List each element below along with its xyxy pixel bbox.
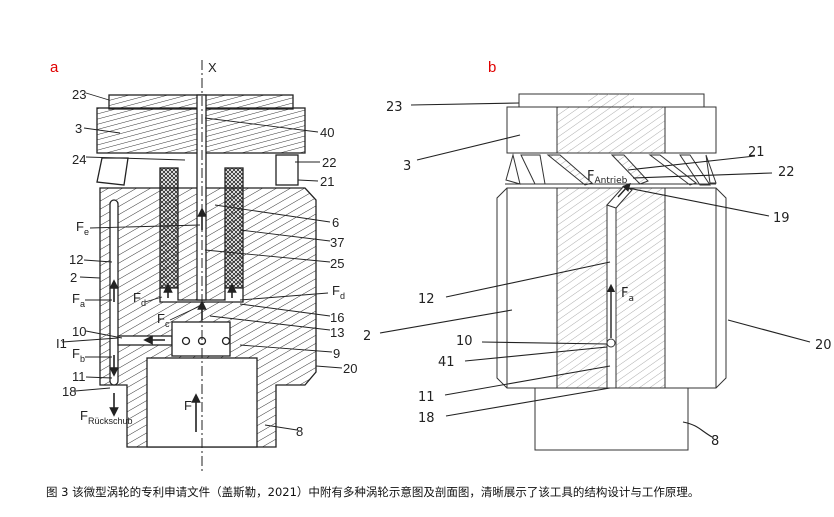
part-3-core bbox=[556, 106, 666, 154]
label-3: 3 bbox=[403, 159, 411, 174]
teeth bbox=[505, 153, 717, 186]
label-12: 12 bbox=[69, 252, 83, 267]
panel-b: b 23 bbox=[363, 59, 832, 451]
label-23: 23 bbox=[386, 100, 403, 115]
leader-lines bbox=[379, 102, 811, 438]
label-fe: Fe bbox=[76, 219, 89, 237]
label-37: 37 bbox=[330, 235, 344, 250]
leader-lines bbox=[61, 92, 343, 431]
panel-a: a X bbox=[50, 59, 357, 472]
label-11: 11 bbox=[72, 369, 86, 384]
label-2: 2 bbox=[363, 329, 371, 344]
label-f-rueckschub: FRückschub bbox=[80, 408, 132, 426]
panel-a-letter: a bbox=[50, 59, 59, 76]
shaft-40 bbox=[196, 94, 207, 301]
label-fb: Fb bbox=[72, 346, 85, 364]
label-18: 18 bbox=[418, 411, 435, 426]
force-arrows bbox=[606, 182, 631, 338]
label-10: 10 bbox=[72, 324, 86, 339]
label-3: 3 bbox=[75, 121, 82, 136]
label-fd-right: Fd bbox=[332, 283, 345, 301]
label-fa: Fa bbox=[621, 286, 634, 304]
port-circle bbox=[221, 336, 231, 346]
axis-label: X bbox=[208, 60, 217, 75]
valve-10 bbox=[606, 338, 616, 348]
panel-b-letter: b bbox=[488, 59, 496, 76]
label-f-antrieb: FAntrieb bbox=[587, 169, 628, 186]
block-9 bbox=[171, 321, 231, 357]
label-12: 12 bbox=[418, 292, 435, 307]
label-fc: Fc bbox=[157, 311, 170, 329]
label-f: F bbox=[184, 398, 192, 413]
label-22: 22 bbox=[778, 165, 795, 180]
label-9: 9 bbox=[333, 346, 340, 361]
coil-right bbox=[224, 167, 244, 289]
label-23: 23 bbox=[72, 87, 86, 102]
label-21: 21 bbox=[320, 174, 334, 189]
cap-23-hatch bbox=[588, 94, 634, 107]
label-fa: Fa bbox=[72, 291, 85, 309]
label-13: 13 bbox=[330, 325, 344, 340]
label-i1: I1 bbox=[56, 336, 67, 351]
piston-8 bbox=[534, 387, 689, 451]
label-8: 8 bbox=[711, 434, 719, 449]
label-20: 20 bbox=[815, 338, 832, 353]
port-circle bbox=[181, 336, 191, 346]
label-22: 22 bbox=[322, 155, 336, 170]
label-20: 20 bbox=[343, 361, 357, 376]
coil-left bbox=[159, 167, 179, 289]
label-25: 25 bbox=[330, 256, 344, 271]
label-19: 19 bbox=[773, 211, 790, 226]
label-2: 2 bbox=[70, 270, 77, 285]
label-16: 16 bbox=[330, 310, 344, 325]
clip-22 bbox=[275, 154, 299, 186]
label-8: 8 bbox=[296, 424, 303, 439]
label-18: 18 bbox=[62, 384, 76, 399]
label-fd-left: Fd bbox=[133, 290, 146, 308]
label-24: 24 bbox=[72, 152, 86, 167]
label-11: 11 bbox=[418, 390, 435, 405]
force-arrows bbox=[109, 207, 237, 432]
label-10: 10 bbox=[456, 334, 473, 349]
label-21: 21 bbox=[748, 145, 765, 160]
clip-left bbox=[96, 157, 129, 186]
figure-caption: 图 3 该微型涡轮的专利申请文件（盖斯勒，2021）中附有多种涡轮示意图及剖面图… bbox=[46, 485, 700, 499]
label-6: 6 bbox=[332, 215, 339, 230]
label-40: 40 bbox=[320, 125, 334, 140]
label-41: 41 bbox=[438, 355, 455, 370]
